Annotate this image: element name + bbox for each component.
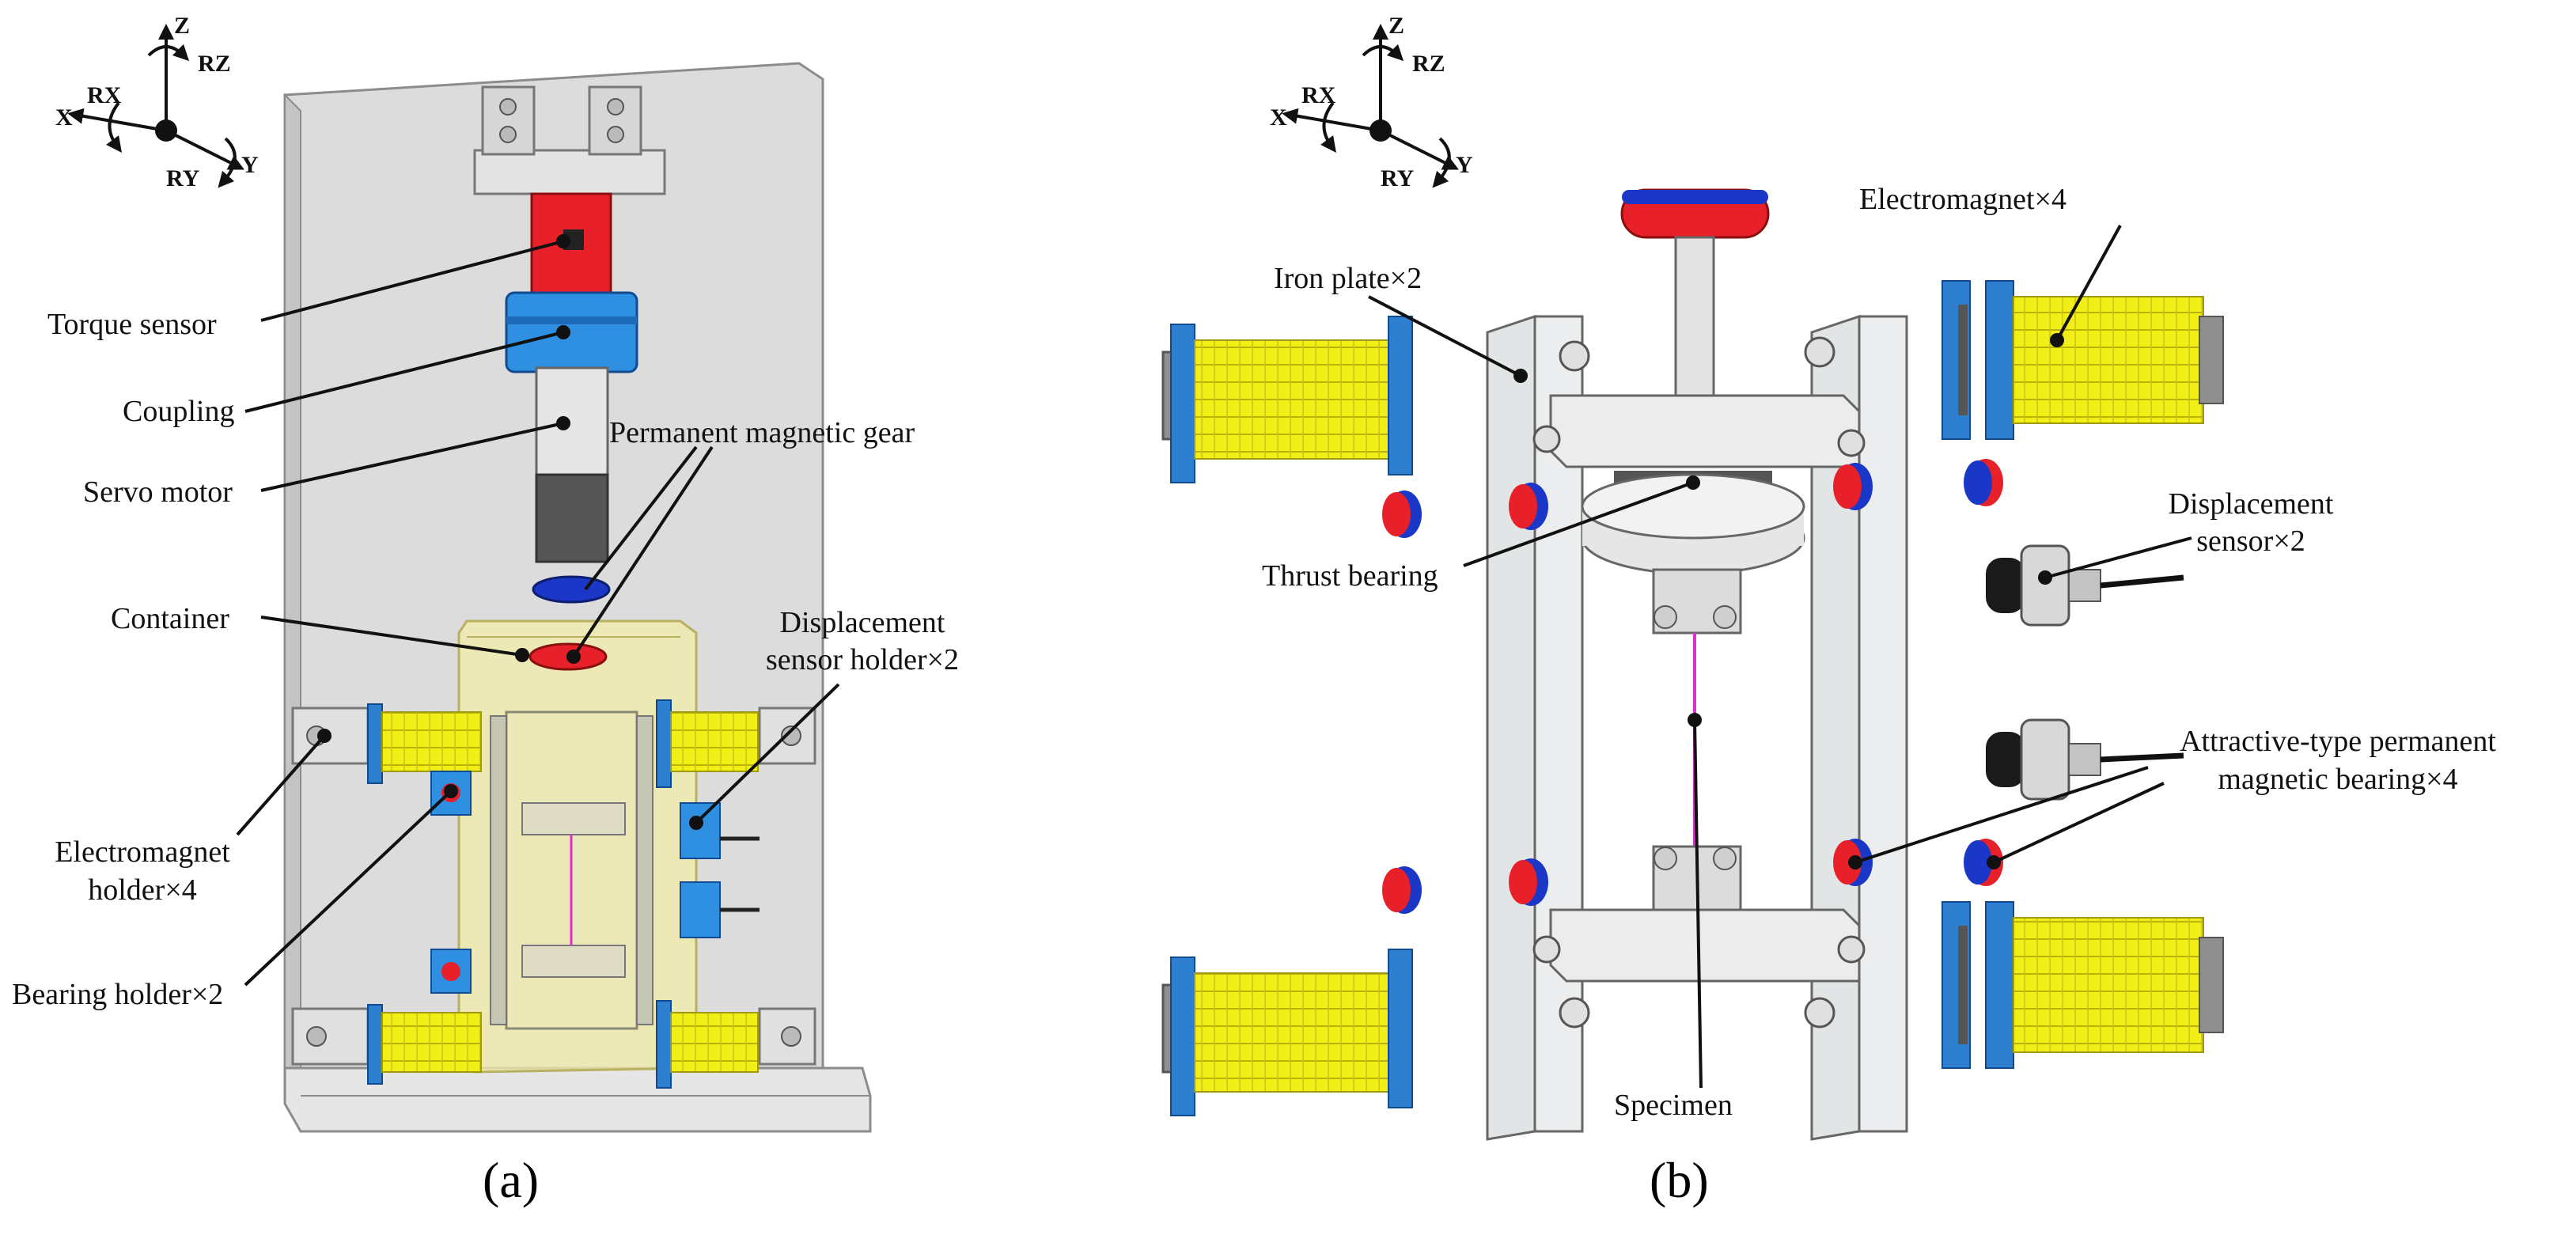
label-iron-plate: Iron plate×2	[1274, 262, 1422, 295]
panel-b-leaders	[1368, 225, 2192, 1089]
label-container: Container	[111, 602, 229, 635]
panel-a-axis-z: Z	[174, 13, 190, 39]
panel-a-axis-rx: RX	[87, 82, 122, 108]
panel-b-axes: Z RZ X RX Y RY	[1270, 13, 1473, 191]
panel-a-axis-ry: RY	[166, 165, 200, 191]
label-specimen: Specimen	[1614, 1089, 1733, 1122]
label-displacement-sensor-holder-line2: sensor holder×2	[765, 643, 960, 676]
panel-b-axis-y: Y	[1456, 152, 1473, 178]
panel-a-drawing	[283, 62, 872, 1133]
label-coupling: Coupling	[123, 395, 235, 428]
label-servo-motor: Servo motor	[83, 475, 233, 509]
panel-b-axis-rx: RX	[1301, 82, 1336, 108]
label-electromagnet-holder-line2: holder×4	[88, 873, 197, 907]
caption-b: (b)	[1650, 1152, 1709, 1208]
label-attractive-bearing-line2: magnetic bearing×4	[2218, 763, 2458, 796]
panel-a-axis-rz: RZ	[198, 51, 231, 77]
label-displacement-sensor-line1: Displacement	[2168, 487, 2334, 521]
panel-b-axis-x: X	[1270, 104, 1287, 131]
panel-b-axis-z: Z	[1388, 13, 1404, 39]
label-electromagnet-holder-line1: Electromagnet	[55, 835, 230, 869]
label-electromagnet: Electromagnet×4	[1859, 183, 2066, 216]
panel-b-axis-ry: RY	[1381, 165, 1415, 191]
label-displacement-sensor-holder-line1: Displacement	[779, 606, 945, 639]
label-torque-sensor: Torque sensor	[47, 308, 217, 341]
label-attractive-bearing-line1: Attractive-type permanent	[2180, 725, 2496, 758]
panel-b-drawing	[1161, 188, 2224, 1141]
panel-b-axis-rz: RZ	[1412, 51, 1445, 77]
panel-a-axis-y: Y	[241, 152, 259, 178]
label-bearing-holder: Bearing holder×2	[12, 978, 224, 1011]
panel-a-axis-x: X	[55, 104, 73, 131]
caption-a: (a)	[483, 1152, 540, 1208]
panel-a-leader-dots	[317, 234, 703, 830]
label-thrust-bearing: Thrust bearing	[1262, 559, 1438, 593]
panel-b-leader-dots	[1513, 333, 2064, 869]
label-permanent-magnetic-gear: Permanent magnetic gear	[609, 416, 915, 449]
label-displacement-sensor-line2: sensor×2	[2196, 525, 2305, 558]
panel-a-axes: Z RZ X RX Y RY	[55, 13, 259, 191]
panel-a-leaders	[236, 240, 840, 987]
